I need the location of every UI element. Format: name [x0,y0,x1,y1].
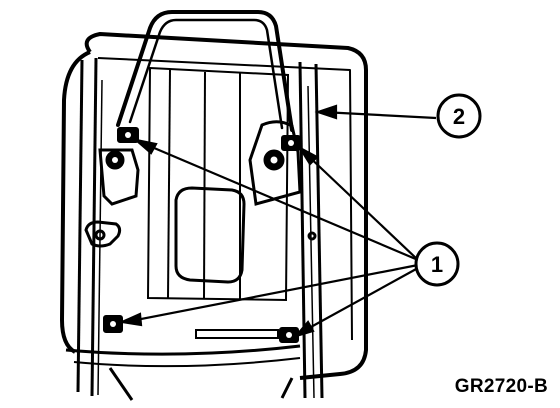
figure-id-label: GR2720-B [454,376,548,397]
bolt-lower-left [103,315,123,333]
headrest-wire [116,10,294,132]
callout-2-label: 2 [453,104,465,129]
bolt-lower-right [279,327,299,343]
center-panel [146,66,290,339]
seat-back-outline [60,32,368,380]
right-side-rail [248,61,324,399]
leader-lines [118,104,437,339]
callout-2: 2 [436,93,482,139]
mounting-bolts [103,127,301,343]
bottom-crossbar [65,344,301,401]
bolt-upper-right [281,135,301,151]
left-side-rail [76,57,140,397]
callout-1: 1 [414,241,460,287]
callout-1-label: 1 [431,252,443,277]
